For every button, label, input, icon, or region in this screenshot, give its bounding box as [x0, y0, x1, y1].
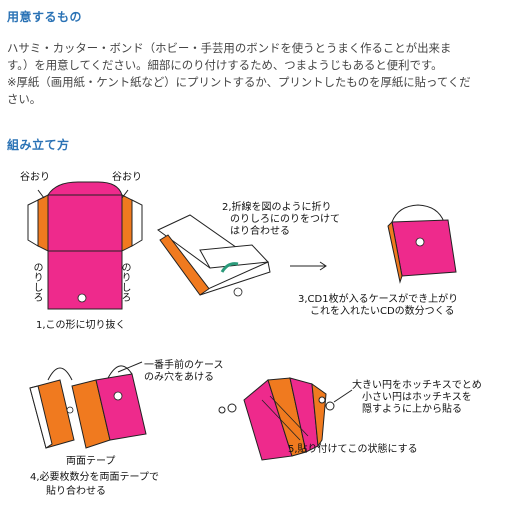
- step3-caption-line1: 3,CD1枚が入るケースができ上がり: [298, 294, 459, 305]
- circle-note-line3: 隠すように上から貼る: [362, 404, 462, 415]
- materials-line-1: ハサミ・カッター・ボンド（ホビー・手芸用のボンドを使うとうまく作ることが出来ま: [7, 41, 452, 55]
- materials-line-3: ※厚紙（画用紙・ケント紙など）にプリントするか、プリントしたものを厚紙に貼ってく…: [7, 75, 471, 89]
- step5-caption: 5,貼り付けてこの状態にする: [288, 444, 418, 455]
- step4-stack-illustration: [29, 361, 147, 449]
- glue-margin-left-label: のりしろ: [31, 262, 42, 302]
- step2-folding-illustration: [157, 214, 271, 297]
- circle-note-line1: 大きい円をホッチキスでとめ: [352, 380, 482, 391]
- step2-caption-line1: 2,折線を図のように折り: [222, 202, 332, 213]
- materials-line-2: す。）を用意してください。細部にのり付けするため、つまようじもあると便利です。: [7, 58, 443, 72]
- step5-fan-illustration: [218, 377, 353, 461]
- front-case-note-line2: のみ穴をあける: [144, 372, 214, 383]
- step4-caption-line2: 貼り合わせる: [46, 486, 106, 497]
- valley-fold-right-label: 谷おり: [112, 172, 142, 183]
- materials-heading: 用意するもの: [7, 10, 83, 24]
- step1-caption: 1,この形に切り抜く: [36, 320, 126, 331]
- step2-caption-line2: のりしろにのりをつけて: [230, 214, 340, 225]
- circle-note-line2: 小さい円はホッチキスを: [362, 392, 472, 403]
- step2-caption-line3: はり合わせる: [230, 226, 290, 237]
- glue-margin-right-label: のりしろ: [119, 262, 130, 302]
- step1-template-illustration: [27, 181, 143, 310]
- step3-caption-line2: これを入れたいCDの数分つくる: [310, 306, 455, 317]
- step3-case-illustration: [387, 204, 457, 284]
- double-sided-tape-label: 両面テープ: [66, 456, 116, 467]
- step4-caption-line1: 4,必要枚数分を両面テープで: [30, 472, 159, 483]
- front-case-note-line1: 一番手前のケース: [144, 360, 224, 371]
- assembly-heading: 組み立て方: [7, 138, 70, 152]
- valley-fold-left-label: 谷おり: [20, 172, 50, 183]
- materials-line-4: さい。: [7, 92, 42, 106]
